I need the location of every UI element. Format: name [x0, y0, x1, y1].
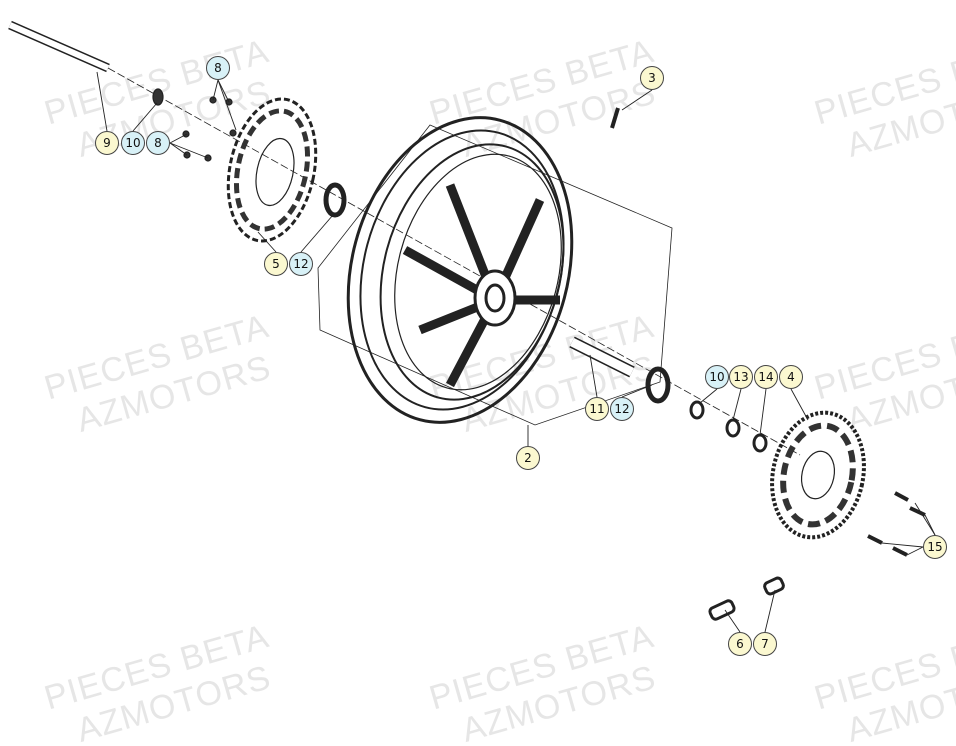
callout-part-3[interactable]: 3	[640, 66, 664, 90]
callout-part-15[interactable]: 15	[923, 535, 947, 559]
bearing-right	[645, 366, 671, 404]
callout-part-6[interactable]: 6	[728, 632, 752, 656]
axis-line	[107, 67, 801, 456]
callout-part-12[interactable]: 12	[289, 252, 313, 276]
bearing-left	[323, 182, 347, 218]
leader-lines	[96, 71, 936, 633]
sprocket-bolts	[867, 491, 926, 557]
brake-disc	[226, 97, 318, 243]
callout-part-2[interactable]: 2	[516, 446, 540, 470]
washer	[152, 88, 164, 106]
sprocket	[770, 410, 866, 540]
callout-part-8[interactable]: 8	[146, 131, 170, 155]
callout-part-8[interactable]: 8	[206, 56, 230, 80]
callout-part-12[interactable]: 12	[610, 397, 634, 421]
wheel-group-box	[317, 124, 673, 426]
callout-part-9[interactable]: 9	[95, 131, 119, 155]
callout-part-10[interactable]: 10	[121, 131, 145, 155]
spacer	[569, 336, 635, 378]
chain-link	[708, 576, 785, 621]
callout-part-11[interactable]: 11	[585, 397, 609, 421]
spacer-13	[725, 418, 741, 438]
wheel-rim	[346, 116, 574, 424]
front-axle	[8, 20, 110, 73]
callout-part-13[interactable]: 13	[729, 365, 753, 389]
valve	[610, 107, 620, 129]
callout-part-5[interactable]: 5	[264, 252, 288, 276]
callout-part-7[interactable]: 7	[753, 632, 777, 656]
callout-part-4[interactable]: 4	[779, 365, 803, 389]
callout-part-10[interactable]: 10	[705, 365, 729, 389]
washer-right	[689, 400, 705, 420]
nut-14	[752, 433, 768, 453]
callout-part-14[interactable]: 14	[754, 365, 778, 389]
